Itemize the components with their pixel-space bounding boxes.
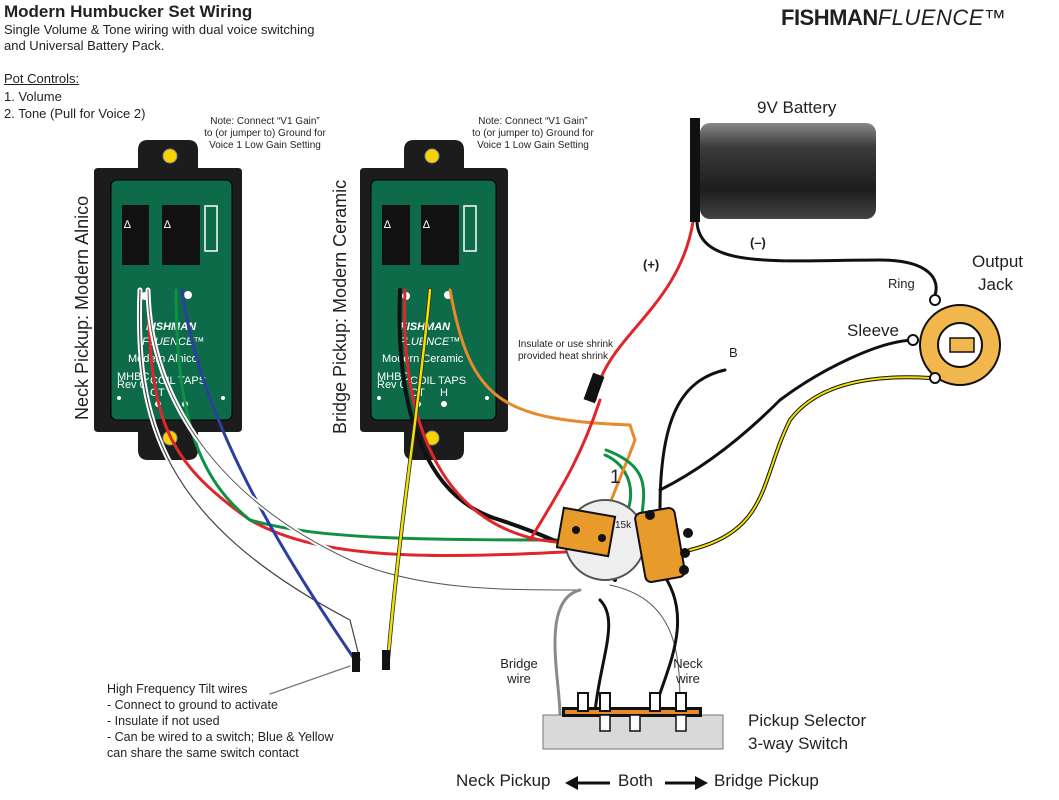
jack-title-line1: Output	[972, 252, 1024, 271]
battery-9v	[690, 118, 876, 222]
both-position-label: Both	[618, 771, 653, 790]
neck-note: Note: Connect “V1 Gain” to (or jumper to…	[190, 116, 340, 152]
bridge-board-brand-sub: FLUENCE™	[398, 336, 460, 348]
sleeve-label: Sleeve	[847, 321, 899, 340]
bridge-position-label: Bridge Pickup	[714, 771, 819, 790]
b-label: B	[729, 345, 738, 360]
svg-text:∆: ∆	[384, 219, 391, 231]
output-jack	[907, 294, 1001, 386]
neck-note-line: to (or jumper to) Ground for	[204, 128, 326, 139]
subtitle-line1: Single Volume & Tone wiring with dual vo…	[4, 22, 315, 37]
battery-minus-label: (–)	[750, 235, 766, 250]
neck-wire-label-line: Neck	[673, 656, 703, 671]
tilt-line: - Can be wired to a switch; Blue & Yello…	[107, 730, 334, 744]
svg-text:∆: ∆	[423, 219, 430, 231]
neck-pickup: ∆ ∆ FISHMAN FLUENCE™ Modern Alnico MHBC …	[94, 140, 242, 460]
resistor-label: 15k	[615, 520, 632, 531]
tilt-shrink-yellow	[382, 650, 390, 670]
tilt-heading: High Frequency Tilt wires	[107, 682, 248, 696]
bridge-coil-taps: COIL TAPS	[410, 375, 466, 387]
neck-position-label: Neck Pickup	[456, 771, 551, 790]
switch-title-line1: Pickup Selector	[748, 711, 867, 730]
svg-text:∆: ∆	[124, 219, 131, 231]
tilt-line: - Connect to ground to activate	[107, 698, 278, 712]
tilt-shrink-blue	[352, 652, 360, 672]
pots	[555, 499, 693, 583]
subtitle-line2: and Universal Battery Pack.	[4, 38, 165, 53]
pot-control-item: 2. Tone (Pull for Voice 2)	[4, 106, 146, 121]
logo-bold: FISHMAN	[781, 5, 878, 30]
battery-shrink	[583, 372, 605, 404]
bridge-pickup-label: Bridge Pickup: Modern Ceramic	[330, 179, 350, 434]
selector-switch	[542, 692, 724, 750]
bridge-note-line: Note: Connect “V1 Gain”	[478, 116, 588, 127]
pot-control-item: 1. Volume	[4, 89, 62, 104]
bridge-h: H	[440, 387, 448, 399]
bridge-wire-label-line: wire	[507, 671, 531, 686]
insulate-note: Insulate or use shrink provided heat shr…	[518, 339, 613, 363]
arrow-left-icon	[565, 776, 578, 790]
insulate-line: Insulate or use shrink	[518, 339, 614, 350]
ring-label: Ring	[888, 276, 915, 291]
wires	[136, 220, 938, 717]
position-arrows	[565, 776, 708, 790]
page-title: Modern Humbucker Set Wiring	[4, 2, 253, 21]
bridge-note-line: to (or jumper to) Ground for	[472, 128, 594, 139]
pot-controls-heading: Pot Controls:	[4, 71, 80, 86]
brand-logo: FISHMANFLUENCE™	[781, 5, 1006, 31]
bridge-note-line: Voice 1 Low Gain Setting	[477, 140, 589, 151]
tilt-line: can share the same switch contact	[107, 746, 299, 760]
logo-light: FLUENCE™	[877, 5, 1007, 30]
bridge-wire-label-line: Bridge	[500, 656, 538, 671]
neck-pickup-label: Neck Pickup: Modern Alnico	[72, 195, 92, 420]
bridge-wire-label: Bridge wire	[498, 656, 540, 686]
neck-note-line: Note: Connect “V1 Gain”	[210, 116, 320, 127]
neck-board-rev2: Rev 0	[117, 379, 146, 391]
neck-note-line: Voice 1 Low Gain Setting	[209, 140, 321, 151]
neck-wire-label: Neck wire	[670, 656, 706, 686]
switch-title-line2: 3-way Switch	[748, 734, 849, 753]
neck-wire-label-line: wire	[676, 671, 700, 686]
neck-screw-top	[162, 148, 178, 164]
bridge-note: Note: Connect “V1 Gain” to (or jumper to…	[458, 116, 608, 152]
tilt-note: High Frequency Tilt wires - Connect to g…	[107, 681, 334, 761]
arrow-right-icon	[695, 776, 708, 790]
neck-board-brand-sub: FLUENCE™	[142, 336, 204, 348]
neck-coil-taps: COIL TAPS	[150, 375, 206, 387]
insulate-line: provided heat shrink	[518, 351, 609, 362]
battery-plus-label: (+)	[643, 257, 660, 272]
bridge-board-rev2: Rev 0	[377, 379, 406, 391]
pot-1-label: 1	[610, 467, 621, 488]
jack-title-line2: Jack	[978, 275, 1013, 294]
bridge-pickup: ∆ ∆ FISHMAN FLUENCE™ Modern Ceramic MHBC…	[360, 140, 508, 460]
neck-board-brand: FISHMAN	[146, 321, 197, 333]
tilt-line: - Insulate if not used	[107, 714, 220, 728]
svg-text:∆: ∆	[164, 219, 171, 231]
battery-label: 9V Battery	[757, 98, 837, 117]
